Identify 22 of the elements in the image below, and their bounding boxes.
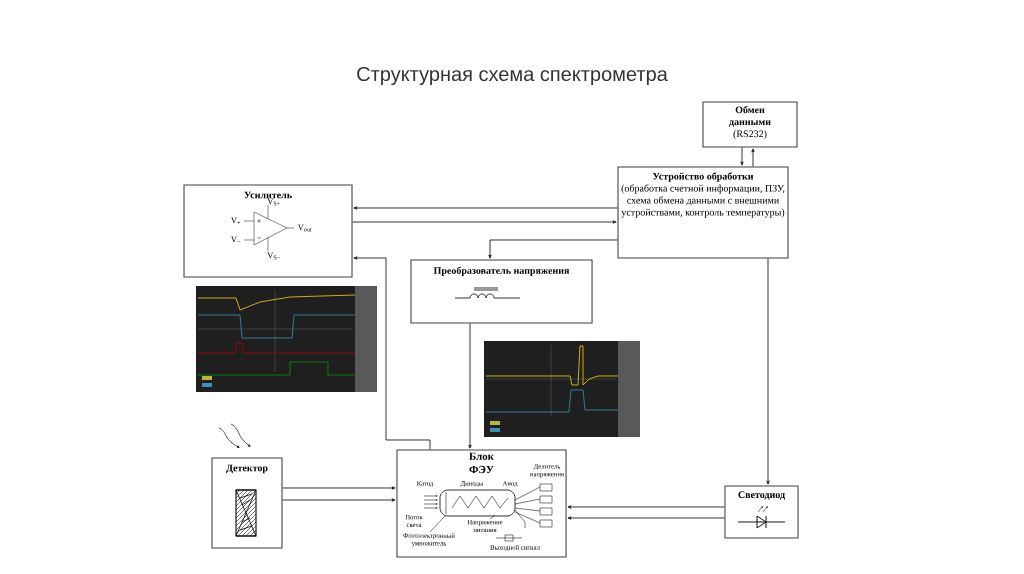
title: Структурная схема спектрометра	[357, 66, 668, 86]
arrow	[567, 516, 725, 520]
arrow	[468, 323, 472, 449]
arrow	[740, 147, 744, 166]
arrow	[766, 258, 770, 485]
pin-label: V$_{+}$	[230, 217, 241, 224]
converter-box: Преобразователь напряжения	[410, 259, 593, 324]
arrow	[282, 486, 396, 490]
arrow	[751, 148, 755, 167]
arrow	[282, 498, 396, 502]
led-box: Светодиод	[724, 485, 799, 539]
pin-label: V$_{S−}$	[267, 252, 280, 260]
arrow	[488, 239, 618, 259]
arrow	[353, 206, 618, 210]
pin-label: V$_{out}$	[297, 224, 312, 232]
arrow	[352, 220, 617, 224]
arrow	[567, 505, 725, 509]
processing-unit-box: Устройство обработки (обработка счетной информации, ПЗУ, схема обмена данными с внешними устройствами, контроль температуры)	[617, 166, 789, 259]
data-exchange-box: Обмен данными (RS232)	[702, 101, 798, 148]
arrow	[353, 256, 431, 450]
pin-label: V$_{−}$	[230, 236, 241, 243]
pin-label: V$_{S+}$	[267, 198, 280, 206]
